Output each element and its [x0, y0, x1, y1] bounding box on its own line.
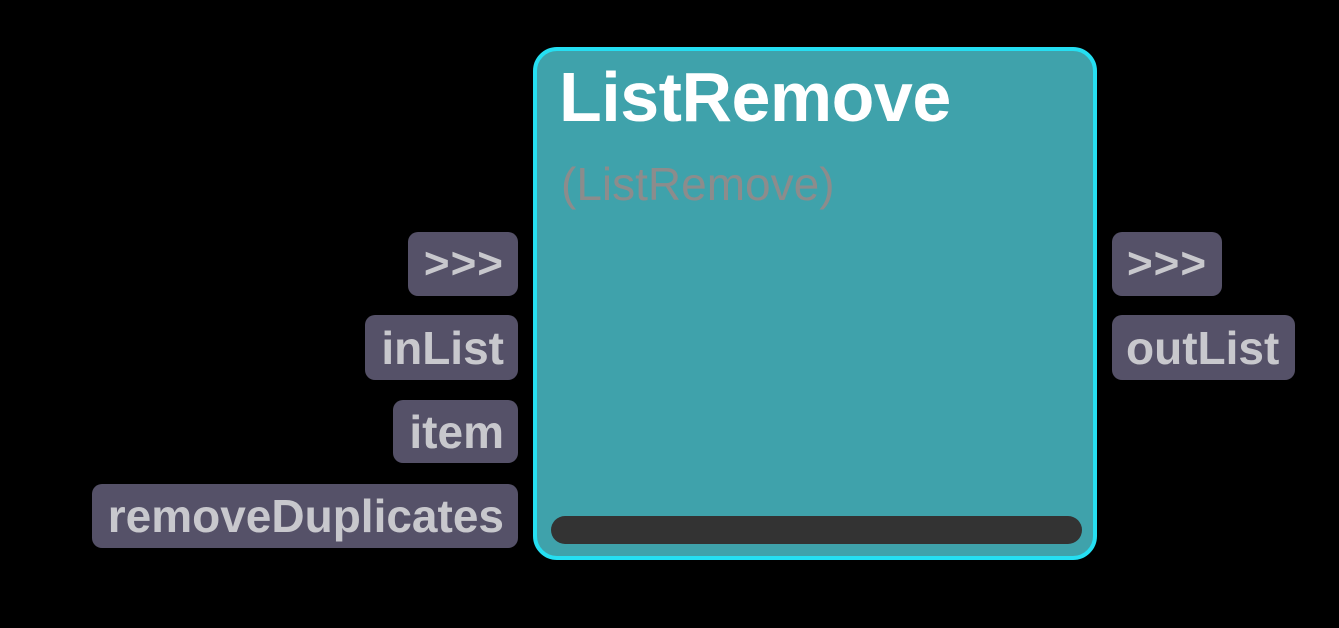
port-input-inlist[interactable]: inList	[365, 315, 518, 380]
node-title: ListRemove	[559, 58, 951, 136]
port-input-item-label: item	[409, 405, 504, 458]
node-footer-bar[interactable]	[551, 516, 1082, 544]
port-output-outlist[interactable]: outList	[1112, 315, 1296, 380]
port-output-outlist-label: outList	[1126, 321, 1280, 374]
exec-arrows-icon: >>>	[423, 239, 504, 288]
node-subtitle: (ListRemove)	[561, 158, 835, 210]
port-input-removeduplicates[interactable]: removeDuplicates	[91, 484, 518, 548]
port-input-item[interactable]: item	[393, 400, 518, 463]
port-input-exec[interactable]: >>>	[407, 232, 518, 296]
exec-arrows-icon: >>>	[1126, 239, 1208, 288]
port-input-removeduplicates-label: removeDuplicates	[107, 490, 504, 542]
port-output-exec[interactable]: >>>	[1112, 232, 1222, 296]
port-input-inlist-label: inList	[381, 321, 504, 374]
node-listremove[interactable]: ListRemove (ListRemove)	[533, 47, 1097, 560]
